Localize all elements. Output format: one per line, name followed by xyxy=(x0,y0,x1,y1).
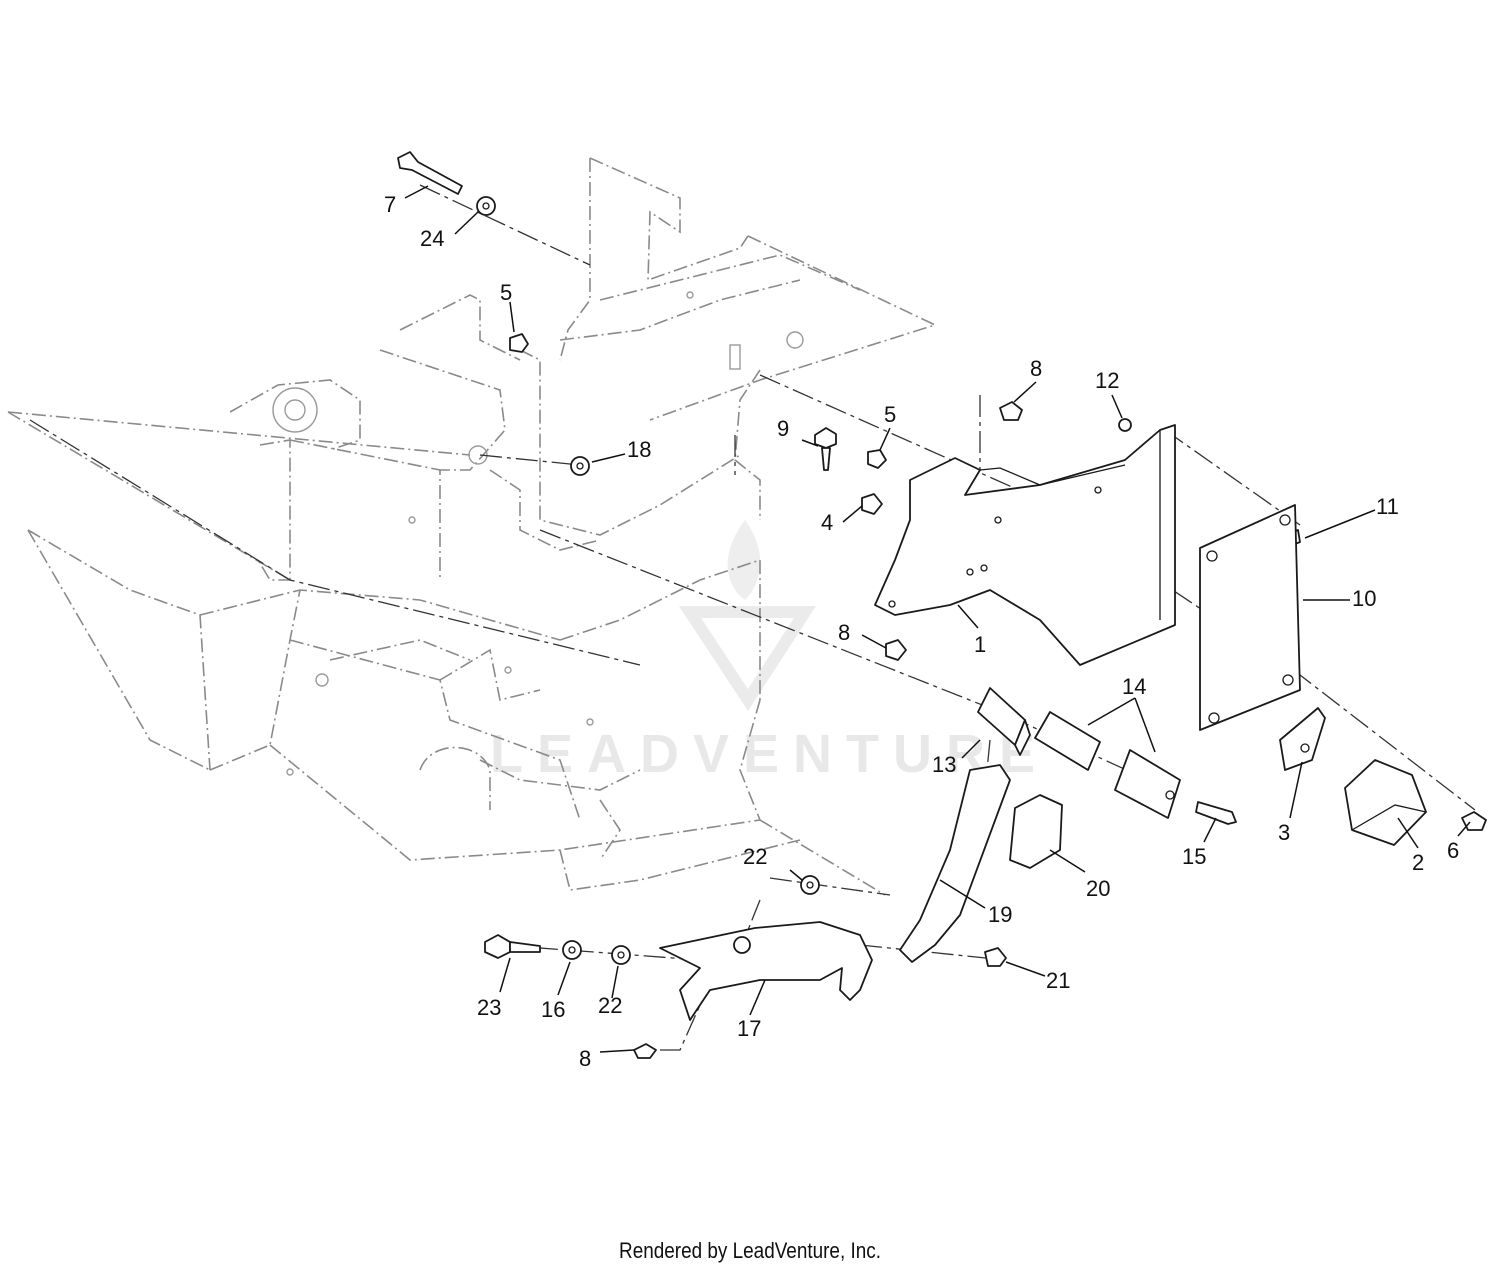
render-credit: Rendered by LeadVenture, Inc. xyxy=(619,1238,881,1263)
part-washer-22-bottom xyxy=(611,945,631,965)
part-nut-8-top xyxy=(999,401,1023,421)
callout-2: 2 xyxy=(1412,850,1424,875)
callout-12: 12 xyxy=(1095,368,1119,393)
callout-4: 4 xyxy=(821,510,833,535)
callout-22-bottom: 22 xyxy=(598,993,622,1018)
callout-6: 6 xyxy=(1447,838,1459,863)
watermark-text: LEADVENTURE xyxy=(490,724,1049,784)
part-nut-4 xyxy=(861,493,883,515)
part-screw-15 xyxy=(1195,801,1237,825)
part-cover-2 xyxy=(1344,759,1427,846)
callout-labels: 7 24 5 18 9 5 4 8 12 11 10 1 8 14 13 15 … xyxy=(384,192,1459,1071)
callout-5-upper: 5 xyxy=(500,280,512,305)
callout-7: 7 xyxy=(384,192,396,217)
part-pad-20 xyxy=(1009,794,1063,869)
part-nut-8-left xyxy=(885,639,907,661)
part-nut-5-mid xyxy=(867,449,887,469)
callout-15: 15 xyxy=(1182,844,1206,869)
callout-20: 20 xyxy=(1086,876,1110,901)
part-washer-22-top xyxy=(800,875,820,895)
part-bolt-6 xyxy=(1461,811,1487,831)
callout-8-bottom: 8 xyxy=(579,1046,591,1071)
leadventure-watermark: LEADVENTURE xyxy=(490,520,1049,784)
callout-13: 13 xyxy=(932,752,956,777)
callout-16: 17 xyxy=(737,1016,761,1041)
callout-8-left: 8 xyxy=(838,620,850,645)
callout-23: 23 xyxy=(477,995,501,1020)
part-bracket-3 xyxy=(1279,707,1326,771)
callout-19: 19 xyxy=(988,902,1012,927)
callout-18: 18 xyxy=(627,437,651,462)
watermark-v-icon xyxy=(678,606,817,711)
callout-5-mid: 5 xyxy=(884,402,896,427)
part-block-14b xyxy=(1114,749,1181,819)
part-block-13 xyxy=(977,687,1031,756)
part-bolt-7 xyxy=(397,151,496,216)
part-arm-19 xyxy=(899,764,1011,963)
part-bolt-23 xyxy=(484,934,541,959)
callout-14: 14 xyxy=(1122,674,1146,699)
callout-8-top: 8 xyxy=(1030,356,1042,381)
leader-lines xyxy=(404,185,1471,1053)
part-nut-18 xyxy=(570,456,590,476)
callout-11: 11 xyxy=(1376,494,1399,519)
watermark-flame-icon xyxy=(727,520,761,600)
part-nut-5-upper xyxy=(509,333,529,353)
part-bracket-1 xyxy=(874,424,1176,666)
part-nut-12 xyxy=(1118,418,1132,432)
part-block-14a xyxy=(1034,711,1101,771)
callout-22-top: 22 xyxy=(743,844,767,869)
assembly-axis-lines xyxy=(29,184,1476,1051)
callout-17: 16 xyxy=(541,997,565,1022)
callout-21: 21 xyxy=(1046,968,1070,993)
part-bolt-9 xyxy=(814,427,837,471)
part-screw-21 xyxy=(984,947,1007,967)
part-washer-17 xyxy=(562,940,582,960)
part-plate-10 xyxy=(1199,504,1301,731)
callout-24: 24 xyxy=(420,226,444,251)
part-nut-8-bottom xyxy=(633,1043,657,1059)
frame-phantom xyxy=(7,157,938,896)
callout-10: 10 xyxy=(1352,586,1376,611)
part-latch-16 xyxy=(659,921,873,1021)
callout-9: 9 xyxy=(777,416,789,441)
callout-1: 1 xyxy=(974,632,986,657)
callout-3: 3 xyxy=(1278,820,1290,845)
